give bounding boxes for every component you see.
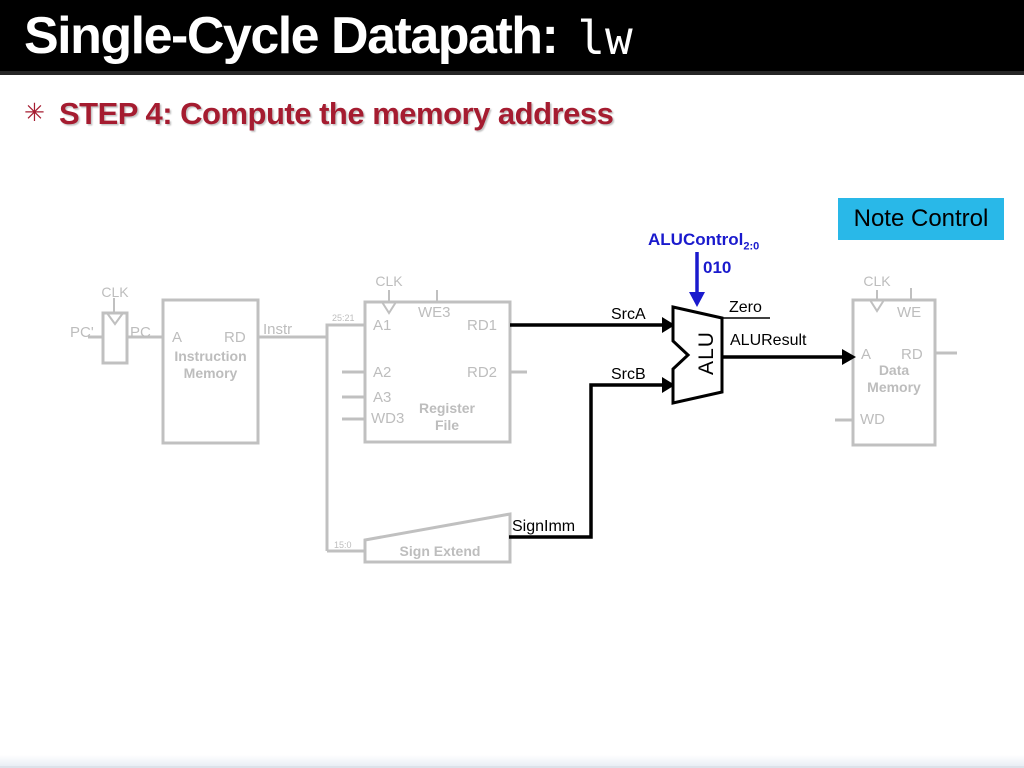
dm-a-port: A [861,346,872,363]
alucontrol-label: ALUControl2:0 [648,230,760,253]
srca-label: SrcA [611,306,646,323]
pc-clk-label: CLK [101,284,129,300]
pc-clock-edge-icon [106,312,124,326]
rf-wd3-port: WD3 [371,410,405,427]
page-title-code: lw [577,10,633,65]
sign-extend-shape [363,512,512,564]
srcb-arrowhead-icon [662,377,675,393]
rf-a1-port: A1 [373,317,392,334]
pc-out-label: PC [130,324,151,341]
step-bullet-line: ✳ STEP 4: Compute the memory address [24,96,614,132]
rf-clock-edge-icon [381,301,397,315]
title-bar: Single-Cycle Datapath: lw [0,0,1024,75]
alucontrol-subscript: 2:0 [743,240,760,253]
dm-name: Data Memory [867,362,921,395]
aluresult-arrowhead-icon [842,349,856,365]
pc-register-box [101,311,129,365]
imem-a-port: A [172,329,183,346]
rf-a2-port: A2 [373,364,392,381]
pc-in-label: PC' [70,324,94,341]
srcb-label: SrcB [611,366,646,383]
alucontrol-value: 010 [703,258,732,277]
note-control-box: Note Control [838,198,1004,240]
register-file-box [363,300,512,444]
aluresult-label: ALUResult [730,332,807,349]
dm-rd-port: RD [901,346,923,363]
dm-wd-port: WD [860,411,885,428]
sign-extend-name: Sign Extend [399,543,481,559]
imem-rd-port: RD [224,329,246,346]
rf-rd2-port: RD2 [467,364,498,381]
step-text: STEP 4: Compute the memory address [58,96,614,131]
dm-we-port: WE [897,304,922,321]
instr-bus-wire [325,323,365,551]
bus-slice-lo-label: 15:0 [334,540,352,550]
instr-label: Instr [263,321,293,338]
signimm-label: SignImm [512,518,576,535]
alucontrol-arrowhead-icon [689,292,705,307]
data-memory-box [851,298,937,447]
bottom-border [0,755,1024,768]
rf-rd1-port: RD1 [467,317,498,334]
asterisk-bullet-icon: ✳ [24,99,45,127]
rf-a3-port: A3 [373,389,392,406]
imem-name: Instruction Memory [174,348,247,381]
dm-clock-edge-icon [869,299,885,313]
bus-slice-hi-label: 25:21 [332,313,355,323]
alu-name: ALU [695,331,718,375]
instruction-memory-box [161,298,260,445]
zero-label: Zero [729,299,762,316]
signimm-srcb-wire [509,383,662,539]
page-title: Single-Cycle Datapath: [24,6,559,65]
srca-arrowhead-icon [662,317,675,333]
dm-clk-label: CLK [863,273,891,289]
rf-clk-label: CLK [375,273,403,289]
alu-shape [671,305,724,405]
rf-we3-port: WE3 [418,304,451,321]
rf-name: Register File [418,400,476,433]
